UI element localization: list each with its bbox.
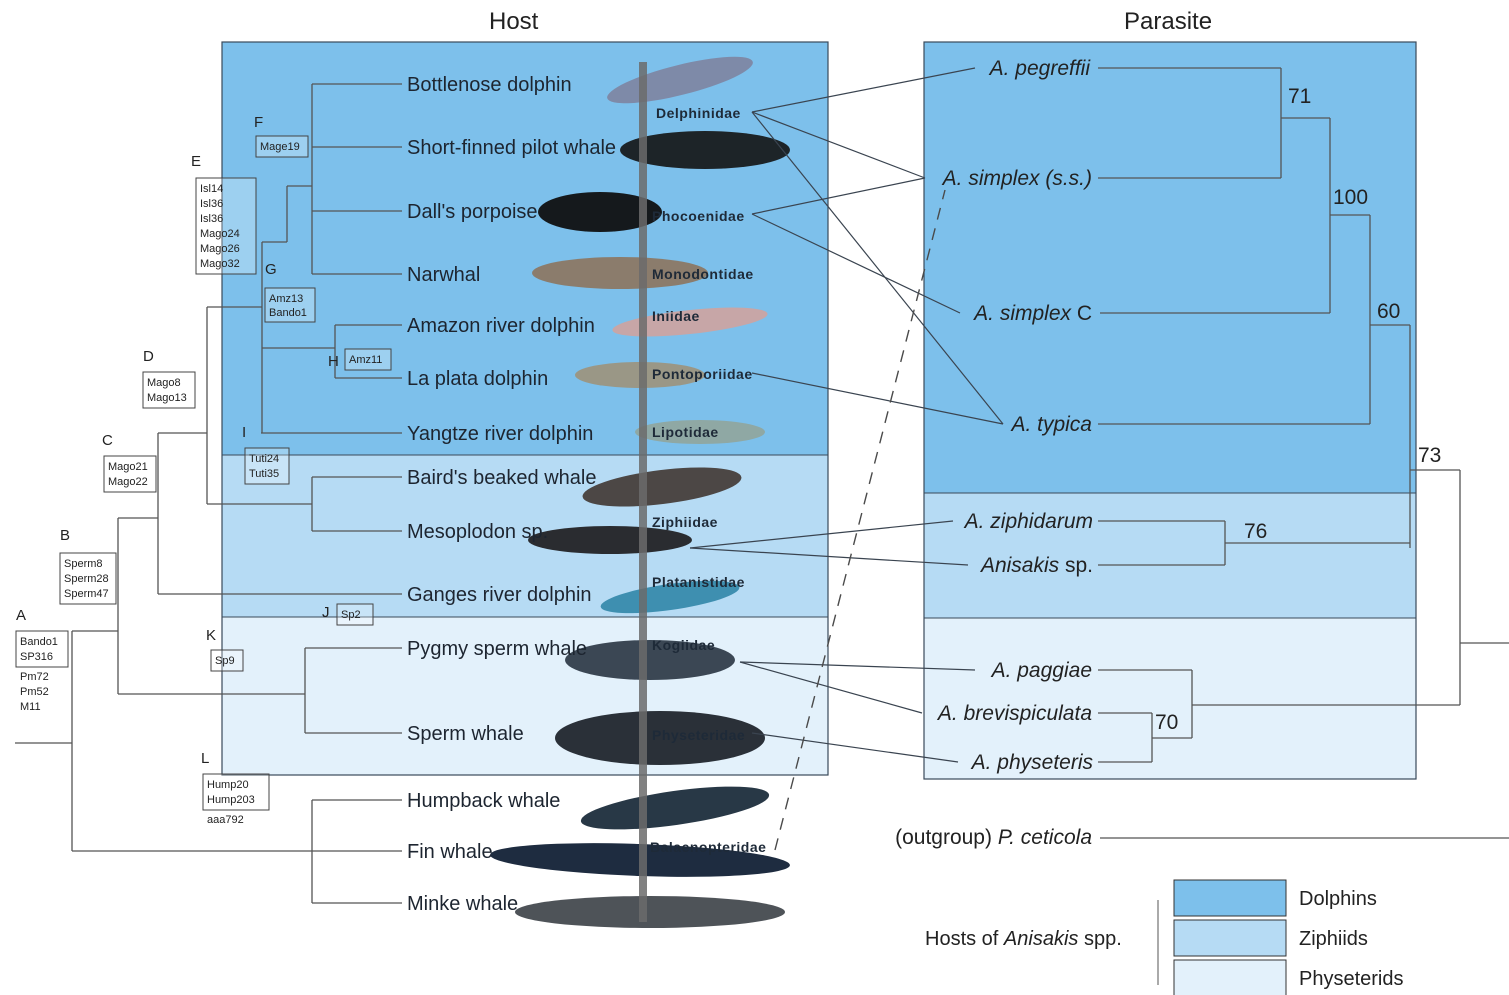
isolate-label: Hump20: [207, 779, 249, 791]
family-label: Platanistidae: [652, 574, 745, 590]
family-label: Pontoporiidae: [652, 366, 753, 382]
isolate-label: SP316: [20, 651, 53, 663]
clade-letter: F: [254, 114, 263, 131]
isolate-label: Sp9: [215, 655, 235, 667]
family-label: Monodontidae: [652, 266, 754, 282]
bootstrap-value: 71: [1288, 85, 1311, 108]
isolate-label: Bando1: [20, 636, 58, 648]
clade-letter: I: [242, 424, 246, 441]
isolate-label: aaa792: [207, 814, 244, 826]
host-species-label: Humpback whale: [407, 790, 560, 812]
parasite-species-label: A. simplex (s.s.): [941, 167, 1092, 190]
bootstrap-value: 70: [1155, 711, 1178, 734]
clade-letter: B: [60, 527, 70, 544]
isolate-label: Pm72: [20, 671, 49, 683]
host-species-label: Yangtze river dolphin: [407, 423, 593, 445]
isolate-label: Mago24: [200, 228, 240, 240]
parasite-species-label: A. ziphidarum: [963, 510, 1093, 533]
parasite-species-label: Anisakis sp.: [979, 554, 1093, 577]
legend-label: Dolphins: [1299, 888, 1377, 910]
host-species-label: Fin whale: [407, 841, 493, 863]
host-species-label: Short-finned pilot whale: [407, 137, 616, 159]
isolate-label: Hump203: [207, 794, 255, 806]
parasite-species-label: A. pegreffii: [988, 57, 1092, 80]
isolate-label: Sperm8: [64, 558, 103, 570]
host-panel-dolphins: [222, 42, 828, 455]
mesoplodon-illustration: [528, 526, 692, 554]
host-species-label: Pygmy sperm whale: [407, 638, 587, 660]
host-species-label: Mesoplodon sp.: [407, 521, 548, 543]
family-label: Physeteridae: [652, 727, 745, 743]
isolate-label: M11: [20, 701, 41, 713]
parasite-species-label: A. simplex C: [972, 302, 1092, 325]
parasite-species-label: A. physeteris: [970, 751, 1094, 774]
bootstrap-value: 76: [1244, 520, 1267, 543]
minke-whale-illustration: [515, 896, 785, 928]
host-species-label: Minke whale: [407, 893, 518, 915]
parasite-species-label: A. typica: [1009, 413, 1092, 436]
host-species-label: Baird's beaked whale: [407, 467, 597, 489]
isolate-label: Mago32: [200, 258, 240, 270]
humpback-whale-illustration: [579, 778, 772, 838]
family-label: Lipotidae: [652, 424, 719, 440]
bootstrap-value: 60: [1377, 300, 1400, 323]
clade-letter: C: [102, 432, 113, 449]
host-species-label: Bottlenose dolphin: [407, 74, 572, 96]
legend-swatch: [1174, 960, 1286, 995]
isolate-label: Mago8: [147, 377, 181, 389]
isolate-label: Mago21: [108, 461, 148, 473]
legend-label: Physeterids: [1299, 968, 1404, 990]
isolate-label: Bando1: [269, 307, 307, 319]
parasite-panel-dolphins: [924, 42, 1416, 493]
isolate-label: Mago13: [147, 392, 187, 404]
parasite-species-label: A. brevispiculata: [936, 702, 1092, 725]
family-label: Ziphiidae: [652, 514, 718, 530]
outgroup-label: (outgroup) P. ceticola: [895, 826, 1092, 849]
clade-letter: K: [206, 627, 216, 644]
parasite-species-label: A. paggiae: [990, 659, 1092, 682]
bootstrap-value: 100: [1333, 186, 1368, 209]
clade-letter: E: [191, 153, 201, 170]
isolate-label: Isl36: [200, 198, 223, 210]
host-species-label: Ganges river dolphin: [407, 584, 592, 606]
isolate-label: Amz11: [349, 354, 382, 366]
isolate-label: Pm52: [20, 686, 49, 698]
isolate-label: Amz13: [269, 293, 303, 305]
isolate-label: Sp2: [341, 609, 361, 621]
family-label: Phocoenidae: [652, 208, 745, 224]
isolate-label: Mago22: [108, 476, 148, 488]
clade-letter: J: [322, 604, 330, 621]
clade-letter: H: [328, 353, 339, 370]
bootstrap-value: 73: [1418, 444, 1441, 467]
host-species-label: Dall's porpoise: [407, 201, 538, 223]
family-label: Delphinidae: [656, 105, 741, 121]
clade-letter: A: [16, 607, 26, 624]
isolate-label: Mago26: [200, 243, 240, 255]
host-vertical-stripe: [639, 62, 647, 922]
clade-letter: D: [143, 348, 154, 365]
host-species-label: Narwhal: [407, 264, 480, 286]
legend-swatch: [1174, 920, 1286, 956]
clade-letter: L: [201, 750, 209, 767]
host-species-label: Amazon river dolphin: [407, 315, 595, 337]
host-species-label: Sperm whale: [407, 723, 524, 745]
isolate-label: Mage19: [260, 141, 300, 153]
host-species-label: La plata dolphin: [407, 368, 548, 390]
legend-title: Hosts of Anisakis spp.: [925, 928, 1122, 950]
family-label: Iniidae: [652, 308, 700, 324]
family-label: Kogiidae: [652, 637, 715, 653]
legend-label: Ziphiids: [1299, 928, 1368, 950]
legend-swatch: [1174, 880, 1286, 916]
isolate-label: Isl14: [200, 183, 223, 195]
clade-letter: G: [265, 261, 277, 278]
isolate-label: Sperm47: [64, 588, 109, 600]
family-label: Balaenopteridae: [650, 839, 766, 855]
isolate-label: Isl36: [200, 213, 223, 225]
isolate-label: Sperm28: [64, 573, 109, 585]
isolate-label: Tuti24: [249, 453, 279, 465]
isolate-label: Tuti35: [249, 468, 279, 480]
